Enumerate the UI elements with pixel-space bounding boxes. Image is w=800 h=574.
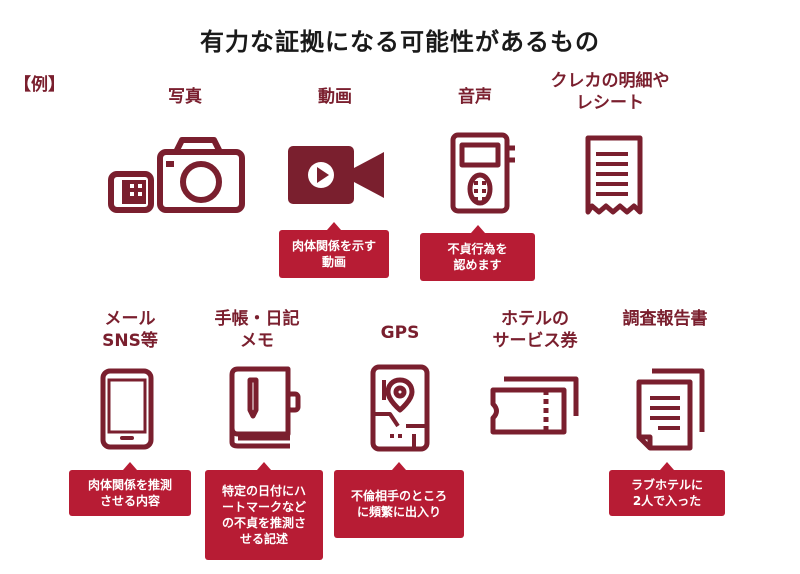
label-email-line1: メール — [104, 309, 156, 329]
callout-notebook: 特定の日付にハートマークなどの不貞を推測させる記述 — [205, 462, 323, 560]
callout-notebook-line3: の不貞を推測さ — [221, 516, 306, 530]
smartphone-icon — [100, 368, 154, 450]
label-hotel-ticket: ホテルの サービス券 — [475, 308, 595, 352]
callout-report-line1: ラブホテルに — [630, 478, 703, 492]
callout-notebook-line1: 特定の日付にハ — [221, 484, 306, 498]
label-gps: GPS — [380, 323, 420, 343]
callout-gps-line1: 不倫相手のところ — [350, 489, 447, 503]
receipt-icon — [585, 135, 643, 215]
camera-icon — [108, 137, 245, 213]
label-report: 調査報告書 — [622, 309, 708, 329]
callout-audio: 不貞行為を認めます — [420, 225, 535, 281]
callout-email-line2: させる内容 — [99, 494, 160, 508]
callout-email: 肉体関係を推測させる内容 — [69, 462, 191, 516]
label-receipt-line1: クレカの明細や — [550, 71, 670, 91]
label-receipt: クレカの明細や レシート — [535, 70, 685, 114]
callout-report: ラブホテルに 2人で入った — [609, 462, 725, 516]
callout-video-line2: 動画 — [321, 255, 346, 269]
callout-audio-line2: 認めます — [453, 258, 502, 272]
callout-notebook-line2: ートマークなど — [221, 500, 306, 514]
page-title: 有力な証拠になる可能性があるもの — [200, 28, 600, 56]
callout-gps: 不倫相手のところに頻繁に出入り — [334, 462, 464, 538]
callout-report-line2: 2人で入った — [632, 494, 702, 508]
label-audio: 音声 — [458, 87, 492, 107]
example-label: 【例】 — [14, 75, 65, 95]
callout-video-line1: 肉体関係を示す — [291, 239, 376, 253]
callout-gps-line2: に頻繁に出入り — [356, 505, 441, 519]
gps-map-icon — [370, 364, 430, 452]
label-email-line2: SNS等 — [102, 331, 158, 351]
label-email-sns: メール SNS等 — [80, 308, 180, 352]
voice-recorder-icon — [450, 132, 515, 214]
label-notebook: 手帳・日記 メモ — [202, 308, 312, 352]
documents-icon — [636, 368, 705, 451]
video-camera-icon — [288, 146, 384, 204]
callout-video: 肉体関係を示す動画 — [279, 222, 389, 278]
notebook-icon — [229, 366, 301, 449]
callout-notebook-line4: せる記述 — [239, 532, 288, 546]
label-video: 動画 — [318, 87, 352, 107]
label-notebook-line1: 手帳・日記 — [214, 309, 300, 329]
callout-audio-line1: 不貞行為を — [447, 242, 508, 256]
label-receipt-line2: レシート — [576, 93, 644, 113]
label-photo: 写真 — [168, 87, 202, 107]
ticket-icon — [490, 376, 579, 435]
callout-email-line1: 肉体関係を推測 — [87, 478, 172, 492]
label-notebook-line2: メモ — [240, 331, 274, 351]
label-ticket-line2: サービス券 — [492, 331, 578, 351]
label-ticket-line1: ホテルの — [501, 309, 569, 329]
